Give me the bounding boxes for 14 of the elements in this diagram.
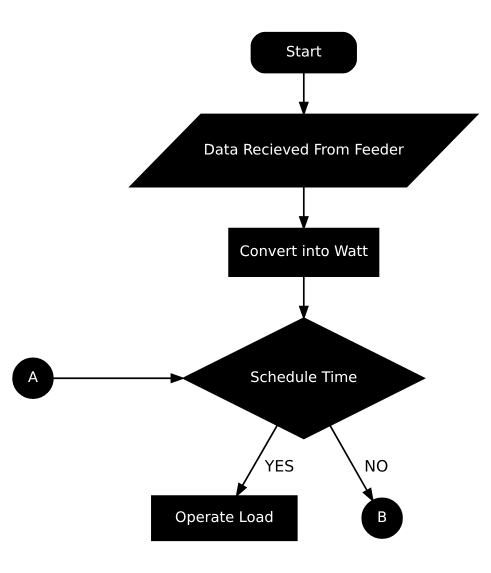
node-box: Start [250, 32, 357, 74]
node-circle: A [12, 358, 54, 399]
node-diamond: Schedule Time [182, 317, 426, 440]
edge-label: NO [364, 456, 388, 476]
node-box: Convert into Watt [228, 228, 380, 277]
arrow [298, 187, 309, 231]
arrow [298, 73, 309, 116]
edge-label: YES [264, 456, 294, 476]
arrow [236, 425, 278, 498]
arrow [298, 276, 309, 320]
arrow [329, 425, 374, 503]
node-circle: B [361, 497, 403, 539]
node-box: Operate Load [151, 495, 298, 542]
arrow [54, 373, 186, 384]
